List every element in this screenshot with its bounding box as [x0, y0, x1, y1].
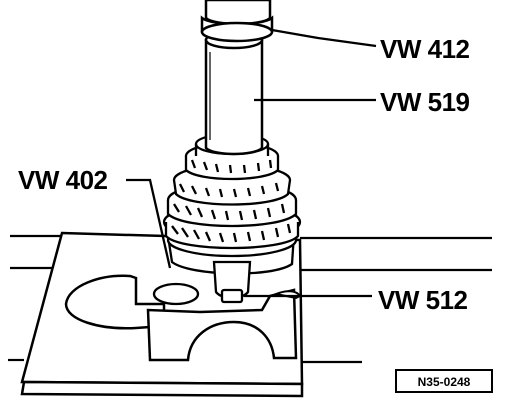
label-vw402: VW 402 — [18, 165, 108, 195]
figure-reference-box — [395, 369, 493, 393]
label-vw412: VW 412 — [380, 34, 470, 64]
figure-reference: N35-0248 — [395, 369, 493, 393]
label-vw512: VW 512 — [378, 285, 468, 315]
leader-vw402 — [126, 178, 172, 269]
leader-lines — [126, 28, 377, 298]
shaft-end — [212, 260, 252, 304]
press-tool-vw412 — [200, 0, 274, 43]
sleeve-vw519 — [204, 30, 264, 156]
label-vw519: VW 519 — [380, 87, 470, 117]
leader-vw412 — [271, 28, 377, 48]
figure-reference-text: N35-0248 — [418, 375, 471, 389]
reference-lines — [8, 234, 492, 364]
